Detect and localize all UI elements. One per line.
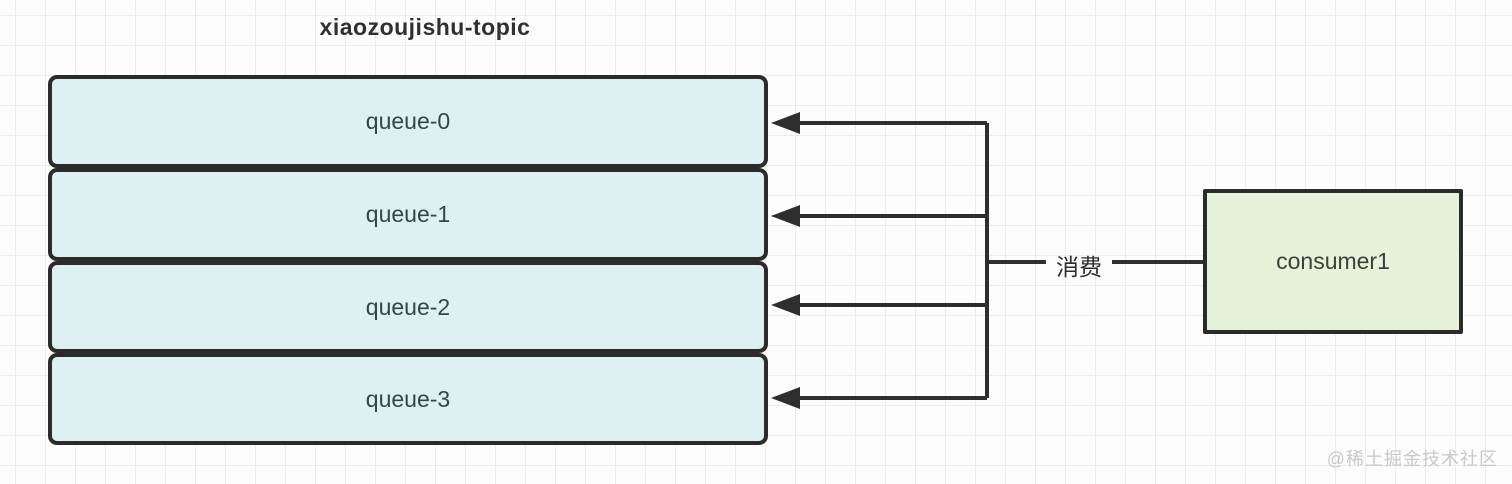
consume-edge-label: 消费 (1056, 254, 1102, 280)
topic-title: xiaozoujishu-topic (319, 14, 531, 40)
juejin-watermark: @稀土掘金技术社区 (1326, 449, 1498, 469)
consumer1-node: consumer1 (1203, 189, 1463, 334)
queue-3-node: queue-3 (48, 353, 768, 445)
queue-0-node: queue-0 (48, 75, 768, 168)
queue-1-node: queue-1 (48, 168, 768, 261)
queue-3-label: queue-3 (365, 385, 451, 412)
arrowhead-queue-3-icon (771, 387, 800, 409)
queue-2-label: queue-2 (365, 293, 451, 320)
consumer1-label: consumer1 (1276, 248, 1390, 274)
queue-1-label: queue-1 (365, 201, 451, 227)
arrowhead-queue-1-icon (771, 205, 800, 227)
queue-2-node: queue-2 (48, 261, 768, 353)
arrowhead-queue-2-icon (771, 294, 800, 316)
queue-0-label: queue-0 (365, 108, 451, 134)
arrowhead-queue-0-icon (771, 112, 800, 134)
